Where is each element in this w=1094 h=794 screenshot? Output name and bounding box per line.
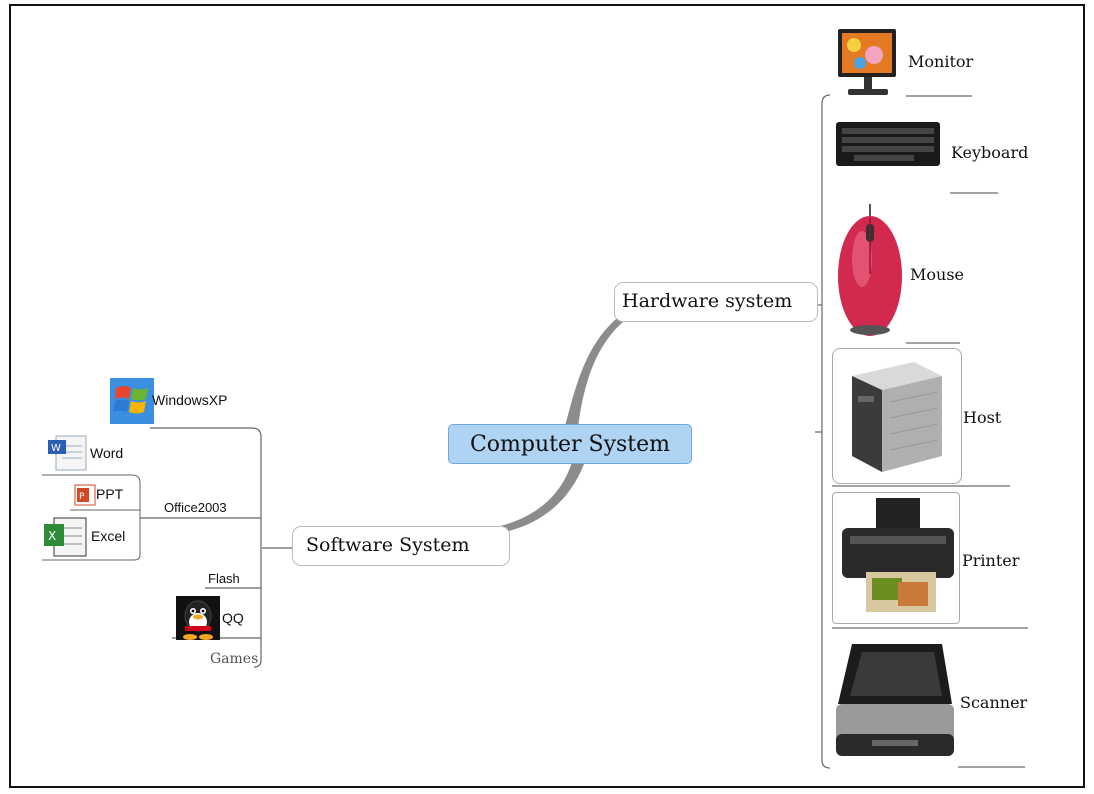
monitor-icon (838, 29, 896, 95)
software-flash[interactable]: Flash (208, 571, 240, 586)
hardware-system-node[interactable] (614, 282, 818, 322)
root-node[interactable]: Computer System (448, 424, 692, 464)
qq-penguin-icon (176, 596, 220, 640)
svg-text:X: X (48, 529, 56, 543)
software-games[interactable]: Games (210, 651, 259, 667)
branch-software (492, 462, 584, 534)
host-icon (852, 362, 942, 472)
mouse-icon (838, 204, 902, 336)
ppt-icon: P (74, 484, 96, 506)
hardware-item-mouse[interactable]: Mouse (910, 265, 964, 284)
printer-icon (842, 498, 954, 612)
diagram-frame (9, 4, 1085, 788)
windows-logo-icon (110, 378, 154, 424)
word-icon: W (48, 435, 87, 471)
software-os-windowsxp[interactable]: WindowsXP (152, 392, 228, 408)
hardware-item-monitor[interactable]: Monitor (908, 52, 974, 71)
hardware-item-host[interactable]: Host (963, 408, 1002, 427)
software-office-office2003[interactable]: Office2003 (164, 500, 227, 515)
keyboard-icon (836, 122, 940, 166)
svg-text:W: W (51, 443, 61, 454)
hardware-bracket (821, 94, 831, 769)
office-item-word[interactable]: Word (90, 445, 124, 461)
hardware-item-scanner[interactable]: Scanner (960, 693, 1028, 712)
svg-text:P: P (79, 492, 85, 502)
hardware-item-printer[interactable]: Printer (962, 551, 1020, 570)
software-bracket (150, 427, 262, 668)
games-item-qq[interactable]: QQ (222, 610, 244, 626)
scanner-icon (836, 644, 954, 756)
software-system-node[interactable] (292, 526, 510, 566)
office-item-excel[interactable]: Excel (91, 528, 126, 544)
host-image-box (832, 348, 962, 484)
printer-image-box (832, 492, 960, 624)
hardware-item-keyboard[interactable]: Keyboard (951, 143, 1029, 162)
software-system-label: Software System (306, 534, 470, 556)
excel-icon: X (44, 517, 87, 557)
branch-hardware (565, 312, 628, 428)
office-item-ppt[interactable]: PPT (96, 486, 124, 502)
hardware-system-label: Hardware system (622, 290, 793, 312)
